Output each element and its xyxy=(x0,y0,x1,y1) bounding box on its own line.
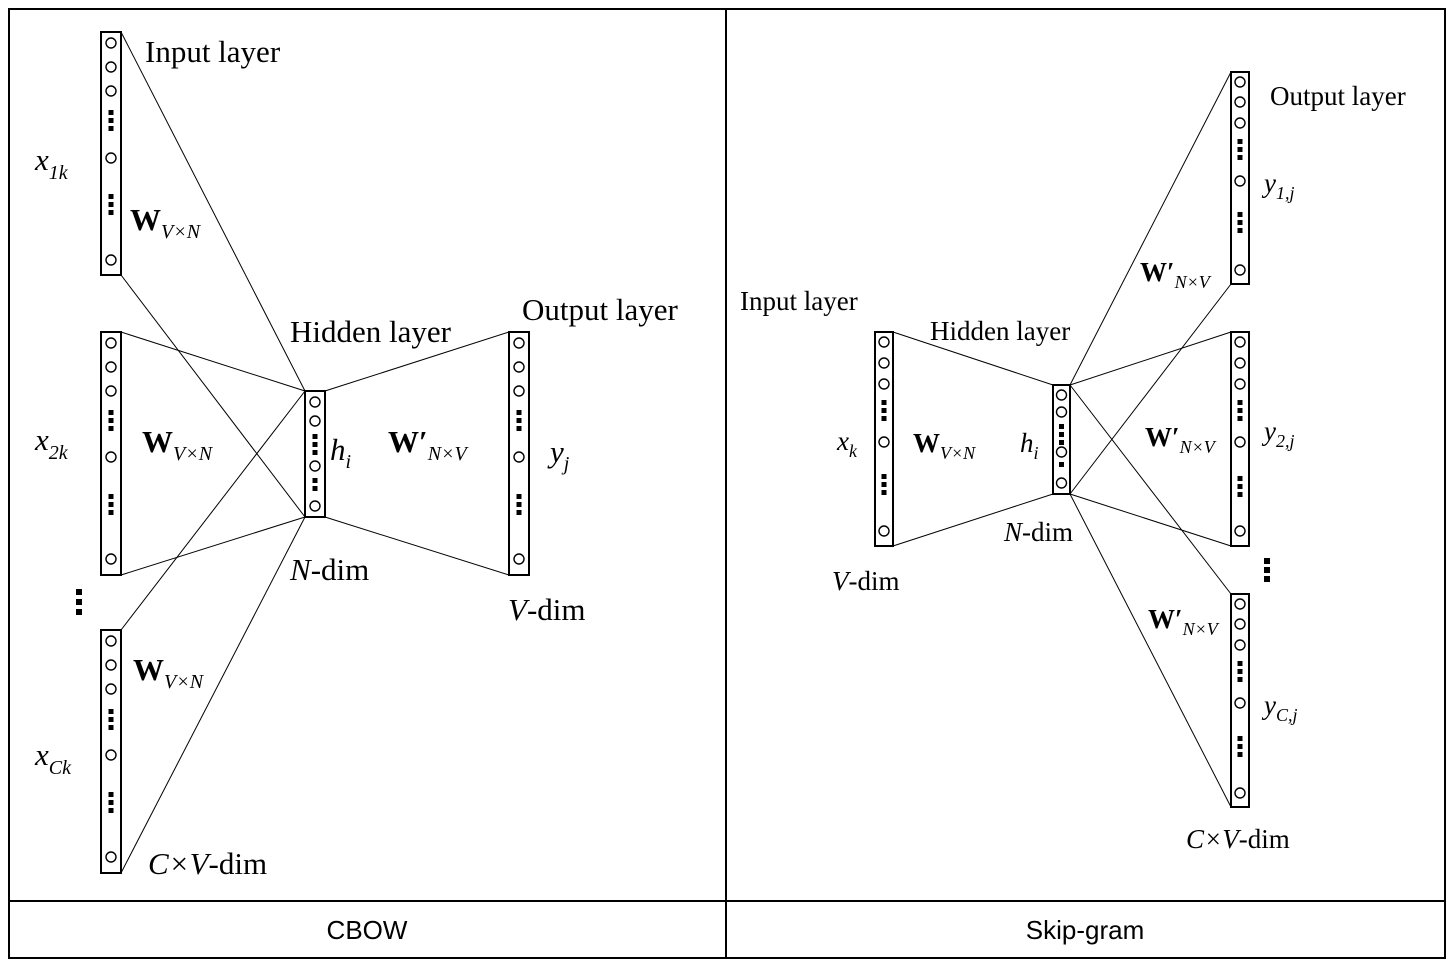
skipgram-hidden-dim: N-dim xyxy=(1003,517,1073,547)
cbow-weight-1: WV×N xyxy=(130,202,202,243)
cbow-input-vector-1 xyxy=(100,31,122,276)
cbow-input-c-var: xCk xyxy=(34,737,72,779)
cbow-output-weight: W′N×V xyxy=(388,424,470,465)
skipgram-caption: Skip-gram xyxy=(1026,915,1144,945)
cbow-connections xyxy=(120,31,510,874)
cbow-hidden-dim: N-dim xyxy=(289,552,369,587)
skipgram-input-dim: V-dim xyxy=(832,566,900,596)
cbow-output-var: yj xyxy=(547,434,570,475)
skipgram-hidden-layer-label: Hidden layer xyxy=(930,316,1070,346)
skipgram-panel: Input layer Hidden layer Output layer xk… xyxy=(740,71,1406,945)
skipgram-output-1-var: y1,j xyxy=(1261,168,1295,203)
skipgram-input-var: xk xyxy=(836,426,858,461)
skipgram-input-weight: WV×N xyxy=(913,428,976,463)
cbow-weight-2: WV×N xyxy=(142,424,214,465)
skipgram-output-weight-c: W′N×V xyxy=(1148,604,1220,639)
skipgram-output-c-var: yC,j xyxy=(1261,690,1298,725)
cbow-weight-c: WV×N xyxy=(133,652,205,693)
skipgram-output-vector-2 xyxy=(1230,331,1250,547)
skipgram-output-weight-2: W′N×V xyxy=(1145,422,1217,457)
skipgram-output-vector-1 xyxy=(1230,71,1250,285)
skipgram-output-ellipsis xyxy=(1264,558,1270,582)
cbow-hidden-var: hi xyxy=(330,432,351,473)
cbow-output-dim: V-dim xyxy=(508,592,586,627)
skipgram-hidden-vector xyxy=(1052,384,1071,495)
skipgram-output-dim: C×V-dim xyxy=(1186,824,1290,854)
skipgram-input-vector xyxy=(874,331,894,547)
cbow-input-vector-c xyxy=(100,629,122,874)
cbow-caption: CBOW xyxy=(327,915,408,945)
skipgram-hidden-var: hi xyxy=(1020,428,1039,463)
cbow-input-vector-2 xyxy=(100,331,122,576)
skipgram-output-vector-c xyxy=(1230,593,1250,808)
cbow-panel: Input layer Hidden layer Output layer x1… xyxy=(34,31,678,945)
cbow-input-ellipsis xyxy=(76,589,82,615)
cbow-input-dim: C×V-dim xyxy=(148,846,267,881)
cbow-output-layer-label: Output layer xyxy=(522,292,678,327)
skipgram-output-2-var: y2,j xyxy=(1261,416,1295,451)
table-frame xyxy=(8,8,1446,959)
cbow-hidden-layer-label: Hidden layer xyxy=(290,314,452,349)
cbow-input-1-var: x1k xyxy=(34,142,69,184)
cbow-output-vector xyxy=(508,331,530,576)
skipgram-connections xyxy=(892,71,1232,808)
skipgram-output-layer-label: Output layer xyxy=(1270,81,1406,111)
cbow-input-layer-label: Input layer xyxy=(145,34,281,69)
skipgram-output-weight-1: W′N×V xyxy=(1140,257,1212,292)
cbow-hidden-vector xyxy=(304,390,326,518)
skipgram-input-layer-label: Input layer xyxy=(740,286,858,316)
cbow-input-2-var: x2k xyxy=(34,422,69,464)
